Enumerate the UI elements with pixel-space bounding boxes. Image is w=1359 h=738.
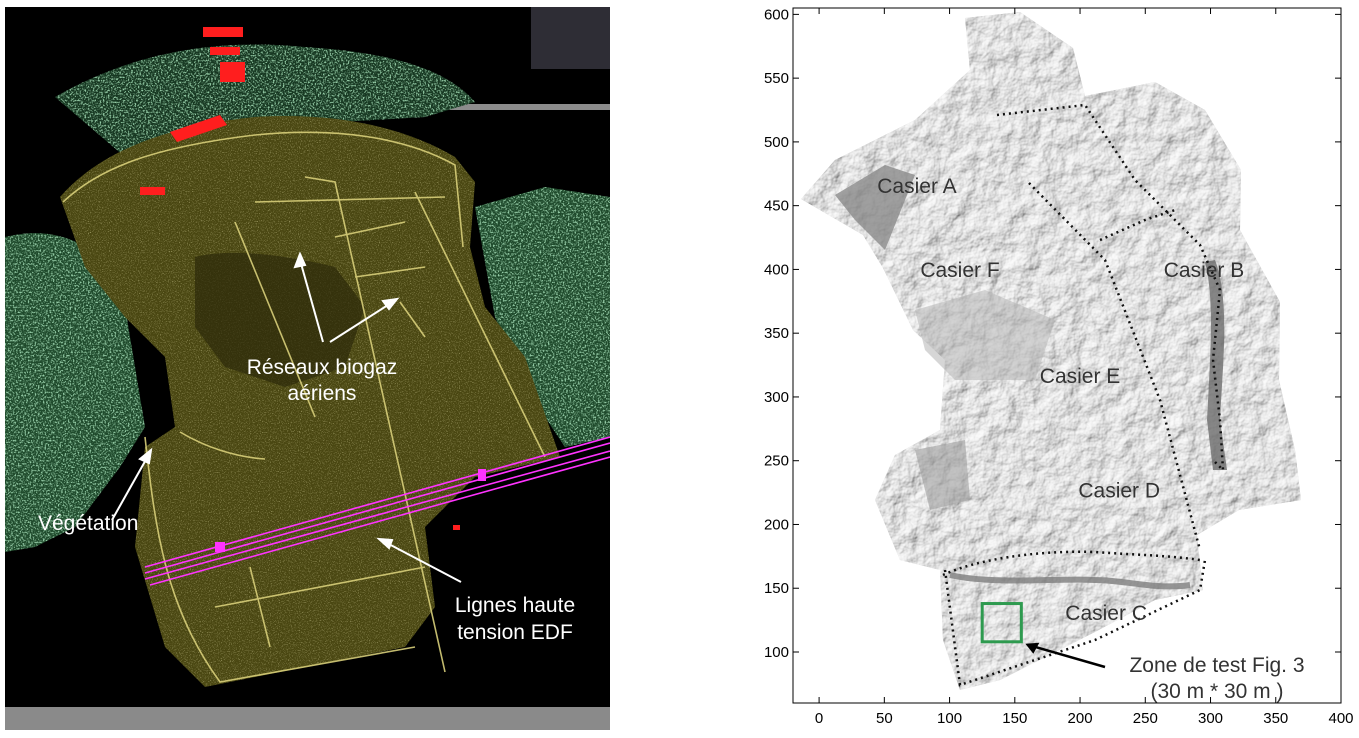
relief-map-panel: Casier A Casier B Casier F Casier E Casier D… bbox=[735, 0, 1359, 733]
y-tick-label: 250 bbox=[764, 453, 789, 470]
y-tick-label: 100 bbox=[764, 644, 789, 661]
y-tick-label: 300 bbox=[764, 389, 789, 406]
red-structures bbox=[140, 27, 460, 530]
test-zone-arrowhead bbox=[1025, 642, 1040, 654]
annotation-arrows bbox=[111, 251, 462, 583]
y-tick-label: 150 bbox=[764, 580, 789, 597]
test-zone-box bbox=[980, 602, 1023, 644]
x-tick-label: 400 bbox=[1328, 710, 1353, 727]
test-zone-arrow bbox=[1030, 644, 1106, 669]
y-tick-label: 400 bbox=[764, 261, 789, 278]
test-zone-label-line2: (30 m * 30 m ) bbox=[1150, 680, 1283, 703]
x-tick-label: 250 bbox=[1133, 710, 1158, 727]
casier-boundaries bbox=[942, 103, 1225, 687]
top-right-inset bbox=[531, 7, 610, 69]
zone-labels-layer: Casier A Casier B Casier F Casier E Casier D… bbox=[877, 175, 1244, 625]
lidar-point-cloud: Réseaux biogaz aériens Végétation Lignes… bbox=[5, 7, 611, 730]
y-tick-label: 550 bbox=[764, 70, 789, 87]
vegetation-areas bbox=[5, 44, 610, 552]
x-tick-label: 150 bbox=[1002, 710, 1027, 727]
x-tick-label: 350 bbox=[1263, 710, 1288, 727]
zone-label: Casier C bbox=[1065, 602, 1147, 625]
power-lines bbox=[144, 436, 611, 586]
x-tick-label: 300 bbox=[1198, 710, 1223, 727]
x-tick-label: 0 bbox=[815, 710, 823, 727]
biogaz-network-lines bbox=[62, 131, 546, 683]
y-tick-label: 600 bbox=[764, 6, 789, 23]
x-tick-label: 200 bbox=[1068, 710, 1093, 727]
relief-map: Casier A Casier B Casier F Casier E Casier D… bbox=[764, 6, 1354, 727]
label-reseaux-biogaz-line2: aériens bbox=[288, 382, 357, 405]
y-tick-label: 200 bbox=[764, 516, 789, 533]
landfill-ground bbox=[60, 116, 560, 688]
label-lignes-haute-tension-line2: tension EDF bbox=[457, 621, 573, 644]
zone-label: Casier D bbox=[1078, 480, 1160, 503]
test-zone-label-line1: Zone de test Fig. 3 bbox=[1129, 654, 1304, 677]
bottom-grey-bar bbox=[5, 707, 610, 730]
label-vegetation: Végétation bbox=[38, 512, 138, 535]
zone-label: Casier B bbox=[1164, 259, 1245, 282]
y-tick-label: 350 bbox=[764, 325, 789, 342]
x-tick-label: 50 bbox=[876, 710, 893, 727]
label-lignes-haute-tension-line1: Lignes haute bbox=[455, 594, 575, 617]
axis-ticks-layer: 0 50 100 150 200 250 300 350 400 600 550 500 450 400 3… bbox=[764, 6, 1354, 727]
label-reseaux-biogaz-line1: Réseaux biogaz bbox=[247, 356, 398, 379]
x-tick-label: 100 bbox=[937, 710, 962, 727]
y-tick-label: 500 bbox=[764, 134, 789, 151]
y-tick-label: 450 bbox=[764, 198, 789, 215]
zone-label: Casier E bbox=[1040, 365, 1121, 388]
terrain-surface bbox=[801, 12, 1301, 690]
zone-label: Casier A bbox=[877, 175, 956, 198]
test-zone-layer: Zone de test Fig. 3 (30 m * 30 m ) bbox=[980, 602, 1305, 703]
zone-label: Casier F bbox=[920, 259, 999, 282]
lidar-point-cloud-panel: Réseaux biogaz aériens Végétation Lignes… bbox=[5, 7, 611, 730]
